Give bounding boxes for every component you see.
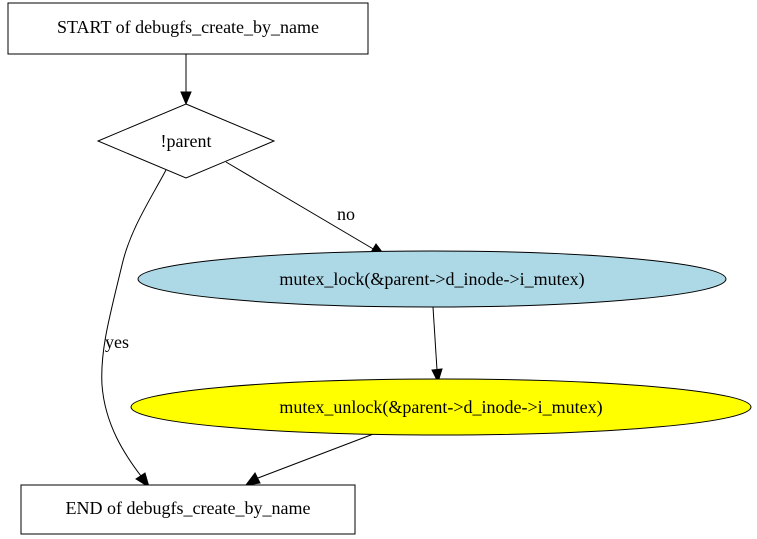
decision-label: !parent bbox=[161, 131, 212, 151]
node-lock: mutex_lock(&parent->d_inode->i_mutex) bbox=[137, 250, 727, 308]
node-unlock: mutex_unlock(&parent->d_inode->i_mutex) bbox=[130, 378, 752, 436]
edge-label-yes: yes bbox=[105, 332, 129, 352]
edge-decision-to-lock: no bbox=[225, 161, 387, 257]
node-decision: !parent bbox=[96, 103, 276, 179]
node-end: END of debugfs_create_by_name bbox=[20, 484, 356, 535]
unlock-ellipse bbox=[130, 378, 752, 436]
unlock-label: mutex_unlock(&parent->d_inode->i_mutex) bbox=[279, 397, 602, 418]
edge-lock-to-unlock bbox=[431, 306, 443, 384]
edge-start-to-decision bbox=[180, 54, 192, 106]
edge-decision-to-end: yes bbox=[101, 169, 167, 489]
decision-diamond bbox=[96, 103, 276, 179]
lock-ellipse bbox=[137, 250, 727, 308]
start-box bbox=[7, 2, 369, 55]
edge-unlock-to-end bbox=[244, 432, 377, 486]
start-label: START of debugfs_create_by_name bbox=[57, 17, 319, 37]
node-start: START of debugfs_create_by_name bbox=[7, 2, 369, 55]
lock-label: mutex_lock(&parent->d_inode->i_mutex) bbox=[279, 269, 584, 290]
edge-label-no: no bbox=[337, 204, 355, 224]
end-label: END of debugfs_create_by_name bbox=[66, 498, 311, 518]
end-box bbox=[20, 484, 356, 535]
